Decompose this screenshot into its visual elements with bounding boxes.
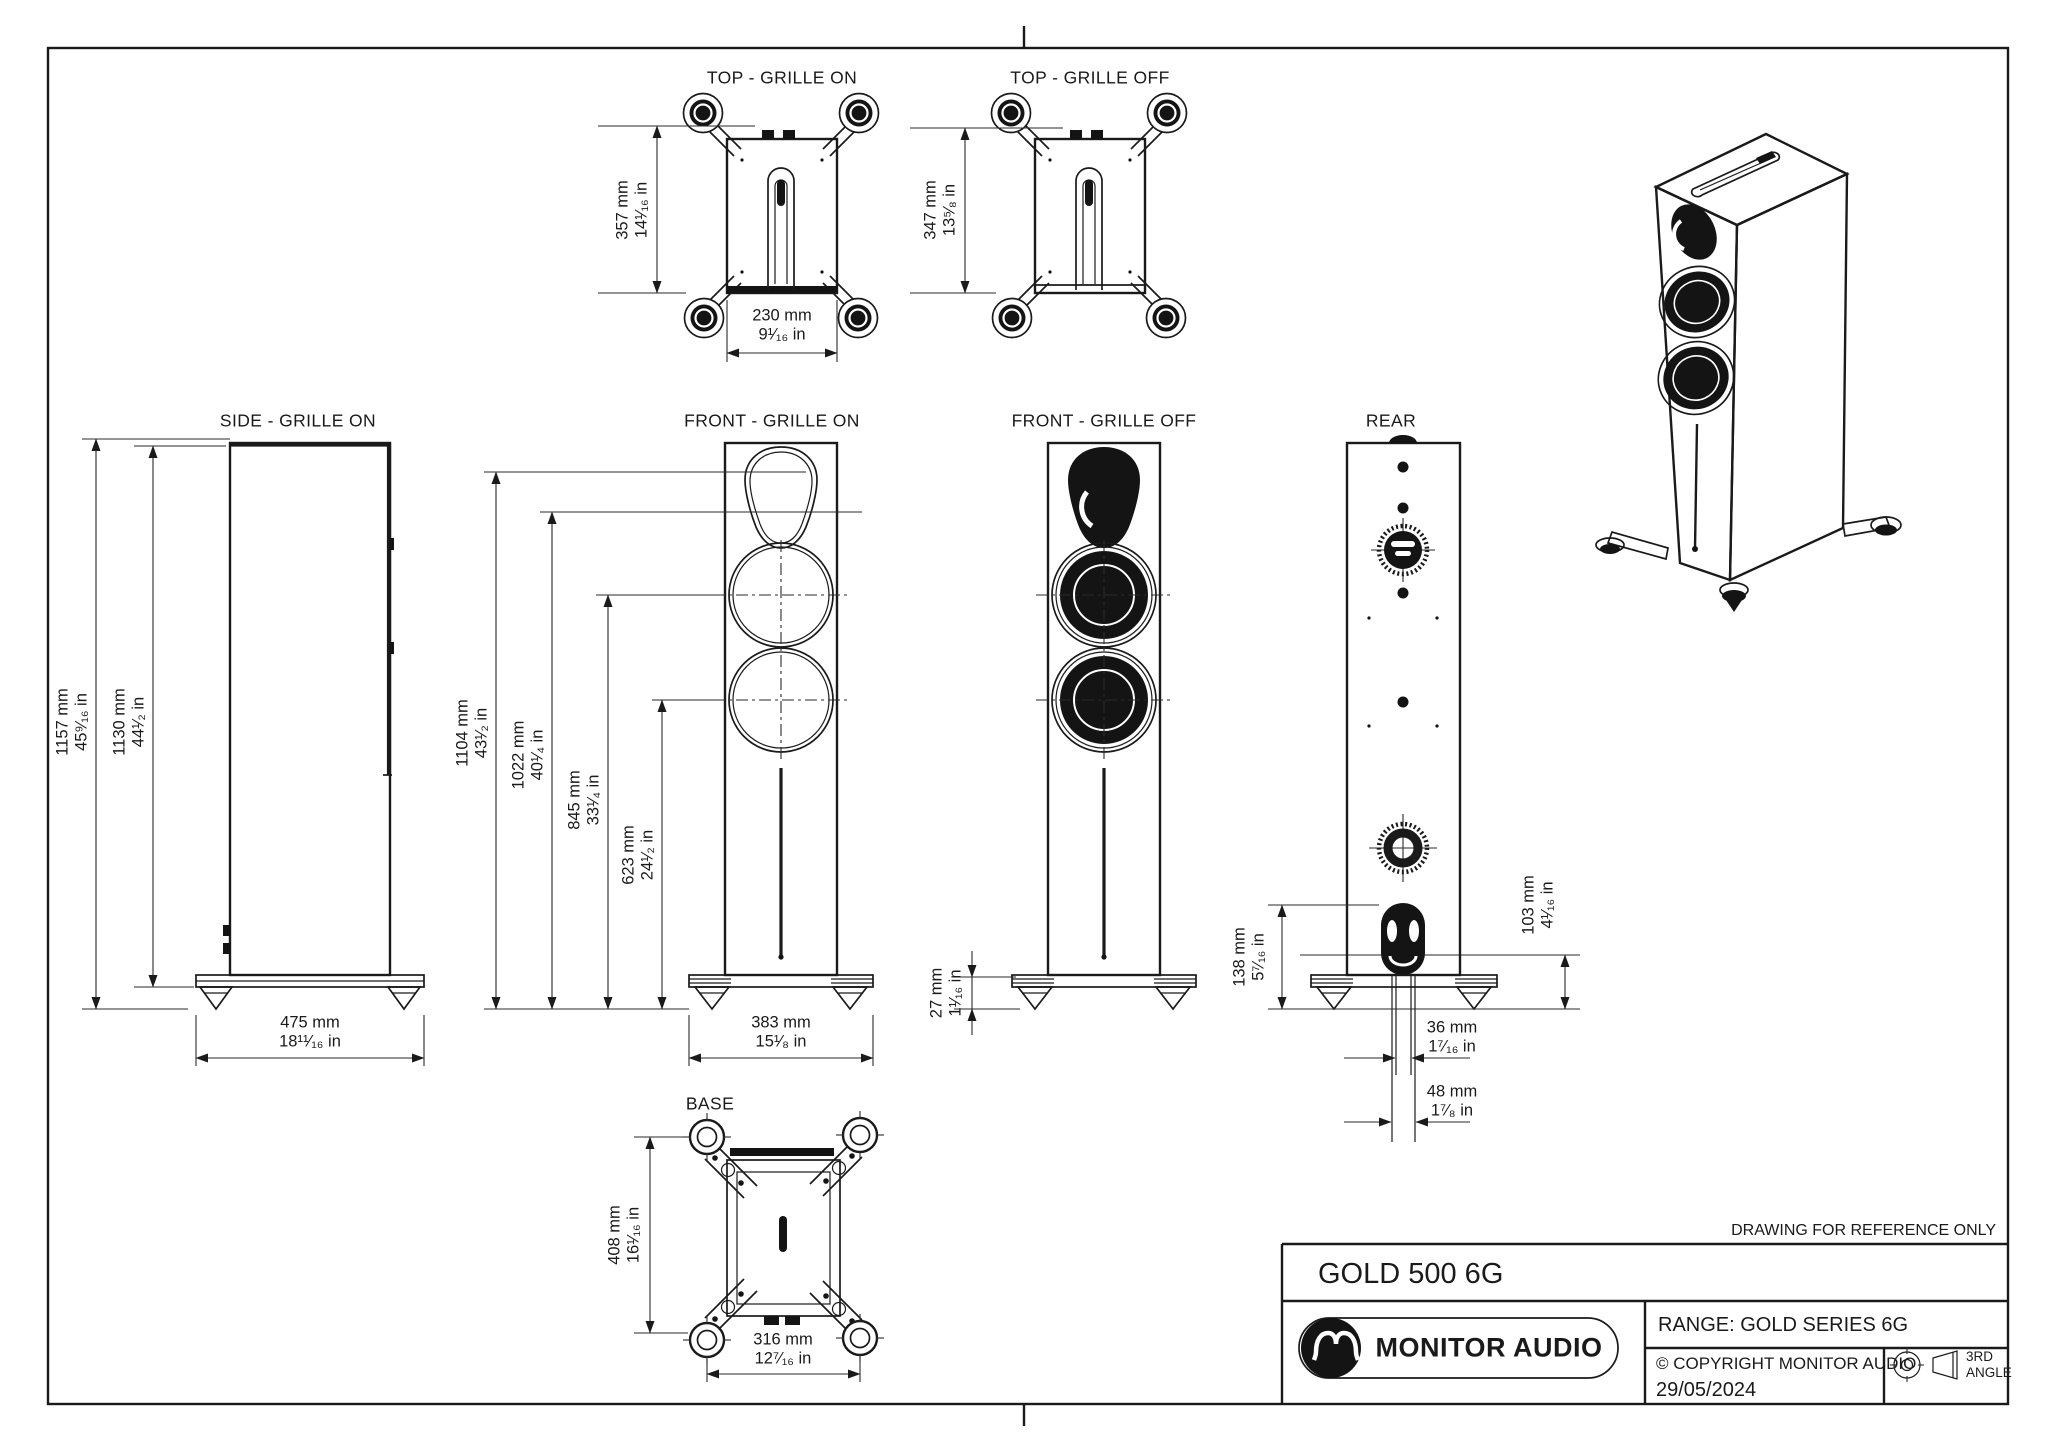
view-title-top-grille-on: TOP - GRILLE ON (706, 67, 858, 88)
projection-line1: 3RD (1966, 1349, 1994, 1364)
dim-in-line: 1⁷⁄₈ in (1430, 1102, 1474, 1120)
view-title-base: BASE (685, 1093, 735, 1114)
dim-base-depth: 408 mm 16¹⁄₁₆ in (606, 1205, 645, 1265)
model-name: GOLD 500 6G (1318, 1258, 1504, 1290)
dim-mm-line: 27 mm (927, 967, 946, 1019)
view-title-front-grille-on: FRONT - GRILLE ON (684, 410, 860, 431)
projection-label: 3RD ANGLE (1966, 1349, 2012, 1381)
view-top-grille-off (910, 92, 1188, 339)
dim-base-width: 316 mm 12⁷⁄₁₆ in (753, 1331, 813, 1370)
projection-line2: ANGLE (1966, 1365, 2012, 1381)
dim-mm-line: 316 mm (753, 1330, 813, 1349)
date-field: 29/05/2024 (1656, 1379, 1757, 1401)
view-title-front-grille-off: FRONT - GRILLE OFF (1011, 410, 1197, 431)
dim-mm-line: 36 mm (1426, 1018, 1478, 1037)
dim-front-h2: 1022 mm 40¹⁄₄ in (510, 721, 549, 790)
dim-rear-inner: 36 mm 1⁷⁄₁₆ in (1427, 1019, 1477, 1058)
dim-front-off-spike: 27 mm 1¹⁄₁₆ in (928, 968, 967, 1018)
dim-in-line: 33¹⁄₄ in (585, 774, 603, 826)
view-title-rear: REAR (1365, 410, 1417, 431)
dim-in-line: 14¹⁄₁₆ in (633, 181, 651, 239)
view-top-grille-on (598, 92, 880, 362)
dim-in-line: 43¹⁄₂ in (473, 707, 491, 759)
dim-side-cabinet-height: 1130 mm 44¹⁄₂ in (111, 688, 150, 756)
dim-rear-outer: 48 mm 1⁷⁄₈ in (1427, 1083, 1477, 1122)
range-field: RANGE: GOLD SERIES 6G (1658, 1314, 1909, 1336)
dim-in-line: 15¹⁄₈ in (755, 1033, 807, 1051)
dim-in-line: 40¹⁄₄ in (529, 729, 547, 781)
dim-mm-line: 48 mm (1426, 1082, 1478, 1101)
dim-in-line: 5⁷⁄₁₆ in (1250, 933, 1268, 981)
reference-note: DRAWING FOR REFERENCE ONLY (1731, 1222, 1996, 1239)
dim-side-overall-height: 1157 mm 45⁹⁄₁₆ in (54, 688, 93, 756)
dim-in-line: 44¹⁄₂ in (130, 696, 148, 748)
dim-front-h4: 623 mm 24¹⁄₂ in (620, 825, 659, 885)
dim-mm-line: 383 mm (751, 1013, 811, 1032)
copyright-field: © COPYRIGHT MONITOR AUDIO (1656, 1354, 1917, 1373)
view-side-grille-on (82, 438, 425, 1066)
third-angle-symbol (1890, 1348, 1958, 1382)
dim-mm-line: 230 mm (752, 306, 812, 325)
dim-front-h3: 845 mm 33¹⁄₄ in (566, 770, 605, 830)
dim-in-line: 24¹⁄₂ in (639, 829, 657, 881)
dim-mm-line: 475 mm (280, 1013, 340, 1032)
dim-mm-line: 1157 mm (53, 688, 72, 756)
page-border (46, 26, 2010, 1426)
dim-in-line: 18¹¹⁄₁₆ in (279, 1033, 341, 1051)
view-title-top-grille-off: TOP - GRILLE OFF (1010, 67, 1170, 88)
dim-mm-line: 845 mm (565, 770, 584, 830)
dim-front-width: 383 mm 15¹⁄₈ in (751, 1014, 811, 1053)
dim-mm-line: 408 mm (605, 1205, 624, 1265)
view-rear (1268, 435, 1580, 1142)
view-title-side-grille-on: SIDE - GRILLE ON (219, 410, 377, 431)
dim-mm-line: 347 mm (921, 180, 940, 240)
dim-rear-plinth: 103 mm 4¹⁄₁₆ in (1520, 875, 1559, 935)
dim-side-depth: 475 mm 18¹¹⁄₁₆ in (279, 1014, 341, 1053)
dim-in-line: 13⁵⁄₈ in (941, 183, 959, 237)
dim-mm-line: 1104 mm (453, 699, 472, 767)
dim-mm-line: 1022 mm (509, 720, 528, 790)
dim-mm-line: 357 mm (613, 180, 632, 240)
view-perspective (1595, 132, 1902, 612)
dim-in-line: 12⁷⁄₁₆ in (754, 1350, 812, 1368)
dim-in-line: 1⁷⁄₁₆ in (1428, 1038, 1476, 1056)
dim-in-line: 45⁹⁄₁₆ in (73, 693, 91, 751)
dim-top-off-height: 347 mm 13⁵⁄₈ in (922, 180, 961, 240)
brand-wordmark: MONITOR AUDIO (1375, 1332, 1603, 1363)
dim-mm-line: 1130 mm (110, 688, 129, 756)
dim-top-on-height: 357 mm 14¹⁄₁₆ in (614, 180, 653, 240)
dim-in-line: 16¹⁄₁₆ in (625, 1206, 643, 1264)
view-front-grille-off (954, 441, 1197, 1035)
title-block-lines (1280, 1242, 2008, 1404)
monitor-audio-logo (1298, 1317, 1619, 1379)
dim-in-line: 1¹⁄₁₆ in (947, 969, 965, 1017)
view-front-grille-on (484, 441, 874, 1066)
top-feet (682, 92, 880, 339)
dim-mm-line: 623 mm (619, 825, 638, 885)
view-base (634, 1111, 884, 1382)
dim-top-on-width: 230 mm 9¹⁄₁₆ in (752, 307, 812, 346)
dim-in-line: 9¹⁄₁₆ in (758, 326, 806, 344)
dim-in-line: 4¹⁄₁₆ in (1539, 881, 1557, 929)
dim-mm-line: 103 mm (1519, 875, 1538, 935)
top-feet (990, 92, 1188, 339)
dim-rear-terminal: 138 mm 5⁷⁄₁₆ in (1231, 927, 1270, 987)
dim-mm-line: 138 mm (1230, 927, 1249, 987)
dim-front-h1: 1104 mm 43¹⁄₂ in (454, 699, 493, 767)
